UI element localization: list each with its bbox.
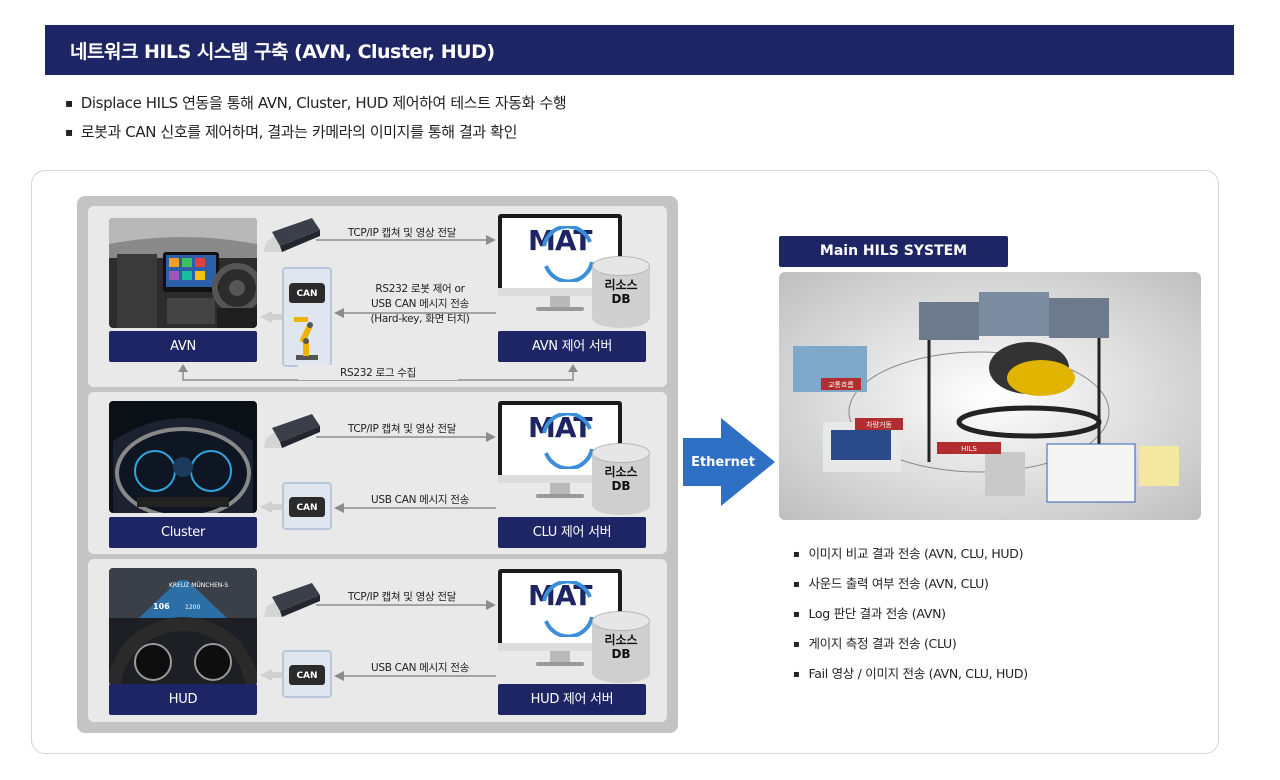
cluster-photo: [109, 401, 257, 513]
can-label: CAN: [296, 503, 318, 513]
can-robot-box: CAN: [282, 267, 332, 367]
hud-photo: KREUZ MÜNCHEN-S 106 1200: [109, 568, 257, 686]
avn-device-label: AVN: [109, 331, 257, 362]
hud-server-label: HUD 제어 서버: [498, 684, 646, 715]
control-label: USB CAN 메시지 전송: [370, 662, 470, 674]
arrow-right-icon: [316, 600, 496, 610]
car-can-icon: CAN: [289, 665, 325, 685]
arrow-left-icon: [260, 669, 282, 681]
control-label: USB CAN 메시지 전송: [370, 494, 470, 506]
main-hils-image: 교통흐름 차량거동 HILS: [779, 272, 1201, 520]
capture-label: TCP/IP 캡쳐 및 영상 전달: [347, 227, 457, 239]
vehicle-tag: 차량거동: [866, 420, 892, 429]
hud-distance: 1200: [185, 604, 201, 611]
hud-road-sign: KREUZ MÜNCHEN-S: [169, 582, 229, 589]
arrow-left-icon: [334, 503, 496, 513]
camera-icon: [264, 414, 320, 448]
result-bullet: Log 판단 결과 전송 (AVN): [793, 603, 946, 622]
hud-speed: 106: [153, 602, 170, 611]
control-label: RS232 로봇 제어 or USB CAN 메시지 전송 (Hard-key,…: [345, 282, 495, 327]
arrow-right-icon: [316, 235, 496, 245]
result-bullet: 이미지 비교 결과 전송 (AVN, CLU, HUD): [793, 543, 1023, 562]
can-box: CAN: [282, 650, 332, 698]
capture-label: TCP/IP 캡쳐 및 영상 전달: [347, 423, 457, 435]
hud-device-label: HUD: [109, 684, 257, 715]
ethernet-arrow-icon: [683, 418, 775, 506]
arrow-left-icon: [260, 501, 282, 513]
log-connector: [178, 364, 578, 381]
result-bullet: 게이지 측정 결과 전송 (CLU): [793, 633, 956, 652]
sync-arrows-icon: [542, 226, 594, 282]
arrow-right-icon: [316, 432, 496, 442]
ethernet-label: Ethernet: [691, 455, 755, 470]
monitor-icon: MAT: [498, 401, 622, 501]
sync-arrows-icon: [542, 413, 594, 469]
cluster-server-label: CLU 제어 서버: [498, 517, 646, 548]
robot-arm-icon: [294, 317, 318, 360]
control-line: (Hard-key, 화면 터치): [370, 313, 470, 325]
intro-bullet: 로봇과 CAN 신호를 제어하며, 결과는 카메라의 이미지를 통해 결과 확인: [65, 121, 518, 142]
avn-server-label: AVN 제어 서버: [498, 331, 646, 362]
sync-arrows-icon: [542, 581, 594, 637]
capture-label: TCP/IP 캡쳐 및 영상 전달: [347, 591, 457, 603]
hils-tag: HILS: [961, 445, 977, 453]
intro-bullet: Displace HILS 연동을 통해 AVN, Cluster, HUD 제…: [65, 92, 567, 113]
can-label: CAN: [296, 671, 318, 681]
arrow-left-icon: [334, 308, 496, 318]
result-bullet: Fail 영상 / 이미지 전송 (AVN, CLU, HUD): [793, 663, 1028, 682]
can-box: CAN: [282, 482, 332, 530]
camera-icon: [264, 218, 320, 252]
control-line: RS232 로봇 제어 or: [375, 283, 465, 295]
can-label: CAN: [296, 289, 318, 299]
car-can-icon: CAN: [289, 283, 325, 303]
traffic-tag: 교통흐름: [828, 381, 854, 389]
page-title: 네트워크 HILS 시스템 구축 (AVN, Cluster, HUD): [70, 41, 495, 63]
log-label: RS232 로그 수집: [298, 365, 458, 380]
control-line: USB CAN 메시지 전송: [370, 298, 470, 310]
main-hils-label: Main HILS SYSTEM: [779, 236, 1008, 267]
avn-photo: [109, 218, 257, 328]
result-bullet: 사운드 출력 여부 전송 (AVN, CLU): [793, 573, 988, 592]
title-bar: [45, 25, 1234, 75]
cluster-device-label: Cluster: [109, 517, 257, 548]
arrow-left-icon: [334, 671, 496, 681]
arrow-left-icon: [260, 311, 282, 323]
car-can-icon: CAN: [289, 497, 325, 517]
camera-icon: [264, 583, 320, 617]
